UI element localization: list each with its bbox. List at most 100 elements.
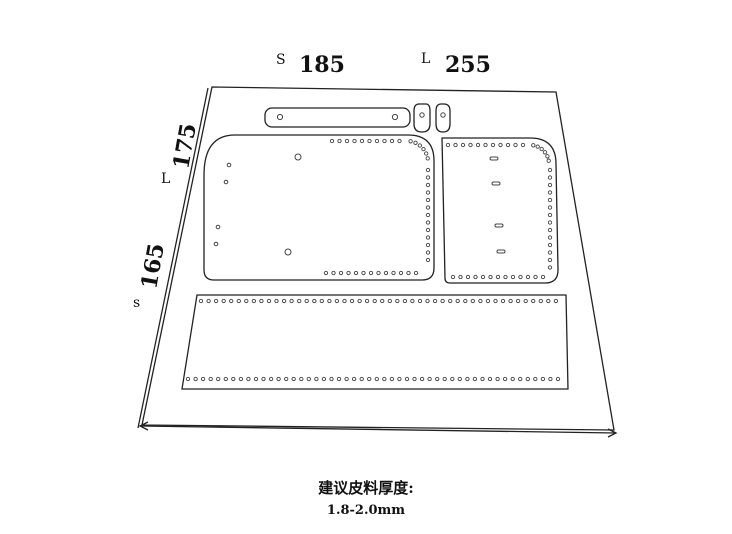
stitch-hole — [440, 298, 445, 304]
stitch-hole — [266, 298, 272, 304]
stitch-hole — [475, 142, 481, 148]
stitch-hole — [216, 376, 221, 382]
stitch-hole — [291, 376, 296, 382]
stitch-hole — [425, 175, 431, 180]
stitch-hole — [468, 142, 473, 148]
stitch-hole — [525, 376, 530, 382]
stitch-hole — [406, 270, 411, 276]
stitch-hole — [508, 298, 513, 304]
stitch-hole — [518, 274, 523, 280]
stitch-hole — [425, 250, 431, 255]
stitch-hole — [547, 250, 553, 255]
stitch-hole — [520, 142, 526, 148]
stitch-hole — [513, 142, 518, 148]
stitch-hole — [555, 376, 561, 382]
stitch-hole — [493, 298, 498, 304]
stitch-hole — [442, 376, 447, 382]
stitch-hole — [538, 298, 543, 304]
stitch-hole — [547, 257, 553, 263]
front-panel-stitch-holes — [323, 138, 431, 276]
stitch-hole — [495, 376, 500, 382]
stitch-hole — [261, 376, 266, 382]
stitch-hole — [547, 175, 553, 180]
stitch-hole — [238, 376, 244, 382]
stitch-hole — [221, 298, 226, 304]
stitch-hole — [397, 376, 402, 382]
side-panel-stitch-holes — [445, 142, 553, 280]
stitch-hole — [361, 270, 366, 276]
tab-piece-left — [413, 103, 431, 133]
stitch-hole — [329, 138, 335, 144]
stitch-hole — [346, 270, 351, 276]
dim-small-height-prefix: s — [133, 295, 140, 311]
stitch-hole — [465, 274, 471, 280]
stitch-hole — [223, 376, 228, 382]
stitch-hole — [425, 167, 431, 173]
stitch-hole — [372, 298, 377, 304]
stitch-hole — [425, 212, 431, 218]
stitch-hole — [323, 270, 329, 276]
side-panel-piece — [441, 137, 559, 284]
stitch-hole — [547, 227, 553, 233]
stitch-hole — [389, 376, 395, 382]
stitch-hole — [425, 298, 430, 304]
stitch-hole — [472, 376, 478, 382]
stitch-hole — [412, 376, 417, 382]
stitch-hole — [299, 376, 304, 382]
stitch-hole — [483, 142, 488, 148]
stitch-hole — [351, 376, 357, 382]
stitch-hole — [425, 205, 431, 210]
dim-small-height-value: 165 — [136, 241, 170, 291]
stitch-hole — [425, 190, 431, 195]
stitch-hole — [478, 298, 483, 304]
stitch-hole — [352, 138, 357, 144]
stitch-hole — [413, 140, 418, 145]
stitch-hole — [337, 138, 342, 144]
stitch-hole — [547, 265, 553, 270]
stitch-hole — [213, 298, 219, 304]
stitch-hole — [304, 298, 309, 304]
stitch-hole — [398, 270, 404, 276]
stitch-hole — [498, 142, 503, 148]
stitch-hole — [359, 376, 364, 382]
stitch-hole — [547, 212, 553, 218]
stitch-hole — [344, 138, 350, 144]
stitch-hole — [419, 376, 425, 382]
stitch-hole — [525, 274, 531, 280]
stitch-hole — [314, 376, 319, 382]
stitch-hole — [208, 376, 213, 382]
stitch-hole — [488, 274, 493, 280]
dim-small-width-prefix: S — [276, 52, 286, 68]
strap-piece — [264, 107, 411, 128]
stitch-hole — [376, 270, 381, 276]
stitch-hole — [533, 376, 538, 382]
stitch-hole — [453, 142, 458, 148]
stitch-hole — [487, 376, 493, 382]
stitch-hole — [367, 138, 372, 144]
stitch-hole — [336, 376, 342, 382]
stitch-hole — [391, 270, 396, 276]
stitch-hole — [284, 376, 289, 382]
stitch-hole — [281, 298, 287, 304]
stitch-hole — [463, 298, 468, 304]
stitch-hole — [539, 146, 544, 152]
stitch-hole — [545, 154, 550, 159]
stitch-hole — [274, 298, 279, 304]
stitch-hole — [425, 182, 431, 188]
stitch-hole — [312, 298, 317, 304]
stitch-hole — [547, 182, 553, 188]
stitch-hole — [185, 376, 191, 382]
stitch-hole — [268, 376, 274, 382]
stitch-hole — [531, 298, 536, 304]
stitch-hole — [380, 298, 385, 304]
sheet-outline — [141, 86, 615, 431]
stitch-hole — [425, 242, 431, 248]
stitch-hole — [458, 274, 463, 280]
stitch-hole — [236, 298, 241, 304]
stitch-hole — [327, 298, 332, 304]
stitch-hole — [425, 227, 431, 233]
bottom-dimension-line — [138, 421, 618, 438]
stitch-hole — [206, 298, 211, 304]
leather-thickness-value: 1.8-2.0mm — [326, 503, 406, 518]
